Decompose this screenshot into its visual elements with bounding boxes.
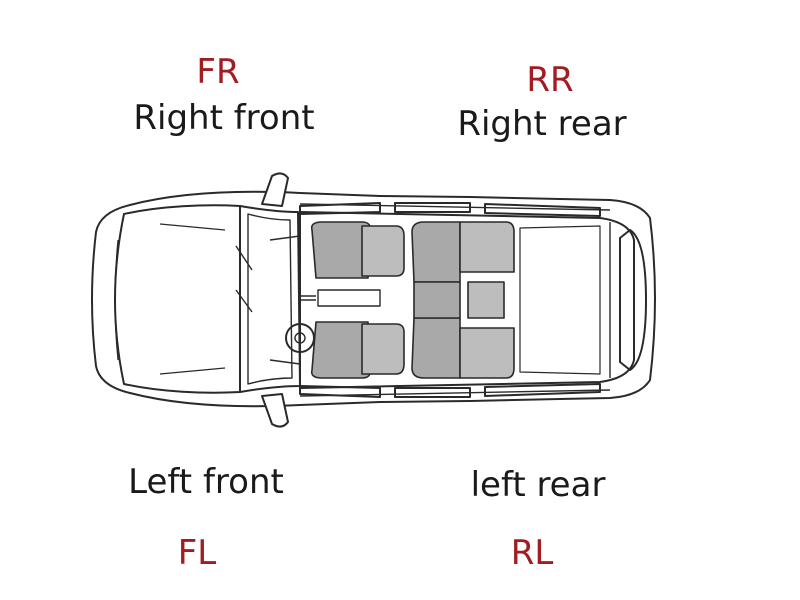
hood-crease [114, 239, 119, 361]
rl-label: left rear [470, 465, 606, 505]
windshield-inner [247, 213, 293, 385]
right-mirror [261, 172, 289, 207]
center-console [300, 289, 381, 307]
fl-label: Left front [128, 462, 284, 502]
rear-window [619, 229, 647, 371]
rr-label: Right rear [457, 104, 627, 144]
middle-bench-seat [411, 221, 515, 379]
front-left-seat [310, 321, 405, 379]
rl-code: RL [510, 533, 554, 573]
window-left-rear [484, 383, 601, 397]
fr-label: Right front [133, 98, 315, 138]
rr-code: RR [526, 60, 574, 100]
window-right-front [299, 202, 381, 215]
fr-code: FR [196, 52, 240, 92]
window-left-middle [394, 387, 471, 398]
window-right-middle [394, 202, 471, 213]
hood-crease [159, 223, 226, 375]
cargo-area [519, 225, 601, 375]
left-mirror [261, 393, 289, 428]
window-left-front [299, 385, 381, 398]
front-right-seat [310, 221, 405, 279]
window-right-rear [484, 203, 601, 217]
fl-code: FL [177, 533, 217, 573]
steering-hub [294, 332, 306, 344]
wiper [235, 245, 253, 313]
roof-outline [299, 211, 635, 389]
